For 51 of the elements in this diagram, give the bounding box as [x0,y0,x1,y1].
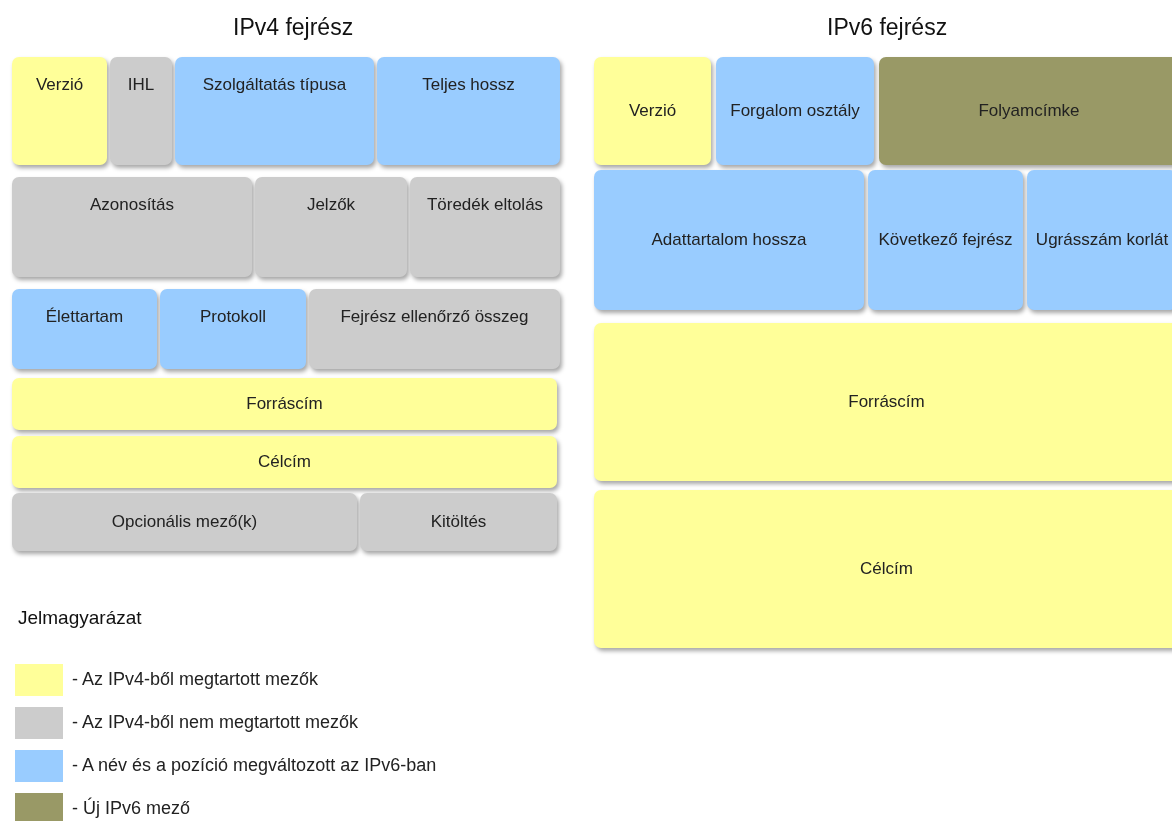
header-field-box [12,177,252,277]
header-field-box [360,493,557,551]
header-field-box [594,323,1172,481]
field-name: Forgalom osztály [730,100,860,122]
field-name: Opcionális mező(k) [111,511,258,533]
field-name: Célcím [258,451,311,473]
field-name: Szolgáltatás típusa [202,74,347,96]
field-name: IHL [127,74,155,96]
field-name: Forráscím [848,391,925,413]
header-field-box [309,289,560,369]
header-field-box [716,57,874,165]
header-field-box [255,177,407,277]
header-field-box [12,289,157,369]
header-field-box [879,57,1172,165]
field-name: Jelzők [306,194,356,216]
field-name: Töredék eltolás [426,194,544,216]
field-name: Teljes hossz [422,74,515,96]
header-title: IPv6 fejrész [827,14,948,41]
legend-text: - Új IPv6 mező [72,798,191,819]
field-name: Verzió [628,100,677,122]
field-name: Folyamcímke [978,100,1080,122]
header-field-box [868,170,1023,310]
field-name: Kitöltés [430,511,487,533]
header-title: IPv4 fejrész [233,14,354,41]
header-field-box [12,57,107,165]
legend-text: - Az IPv4-ből megtartott mezők [72,669,319,690]
field-name: Forráscím [246,393,323,415]
field-name: Élettartam [45,306,124,328]
header-field-box [1027,170,1172,310]
header-field-box [110,57,172,165]
field-name: Adattartalom hossza [651,229,807,251]
field-name: Azonosítás [89,194,175,216]
header-field-box [377,57,560,165]
header-field-box [594,57,711,165]
legend-text: - Az IPv4-ből nem megtartott mezők [72,712,359,733]
header-field-box [594,170,864,310]
header-field-box [410,177,560,277]
legend-text: - A név és a pozíció megváltozott az IPv6-ban [72,755,437,776]
legend-title: Jelmagyarázat [18,607,142,629]
header-field-box [594,490,1172,648]
header-field-box [175,57,374,165]
field-name: Fejrész ellenőrző összeg [340,306,529,328]
header-field-box [12,493,357,551]
field-name: Célcím [860,558,913,580]
header-field-box [12,378,557,430]
field-name: Protokoll [199,306,267,328]
header-field-box [12,436,557,488]
field-name: Verzió [35,74,84,96]
field-name: Ugrásszám korlát [1035,229,1169,251]
header-field-box [160,289,306,369]
field-name: Következő fejrész [878,229,1013,251]
